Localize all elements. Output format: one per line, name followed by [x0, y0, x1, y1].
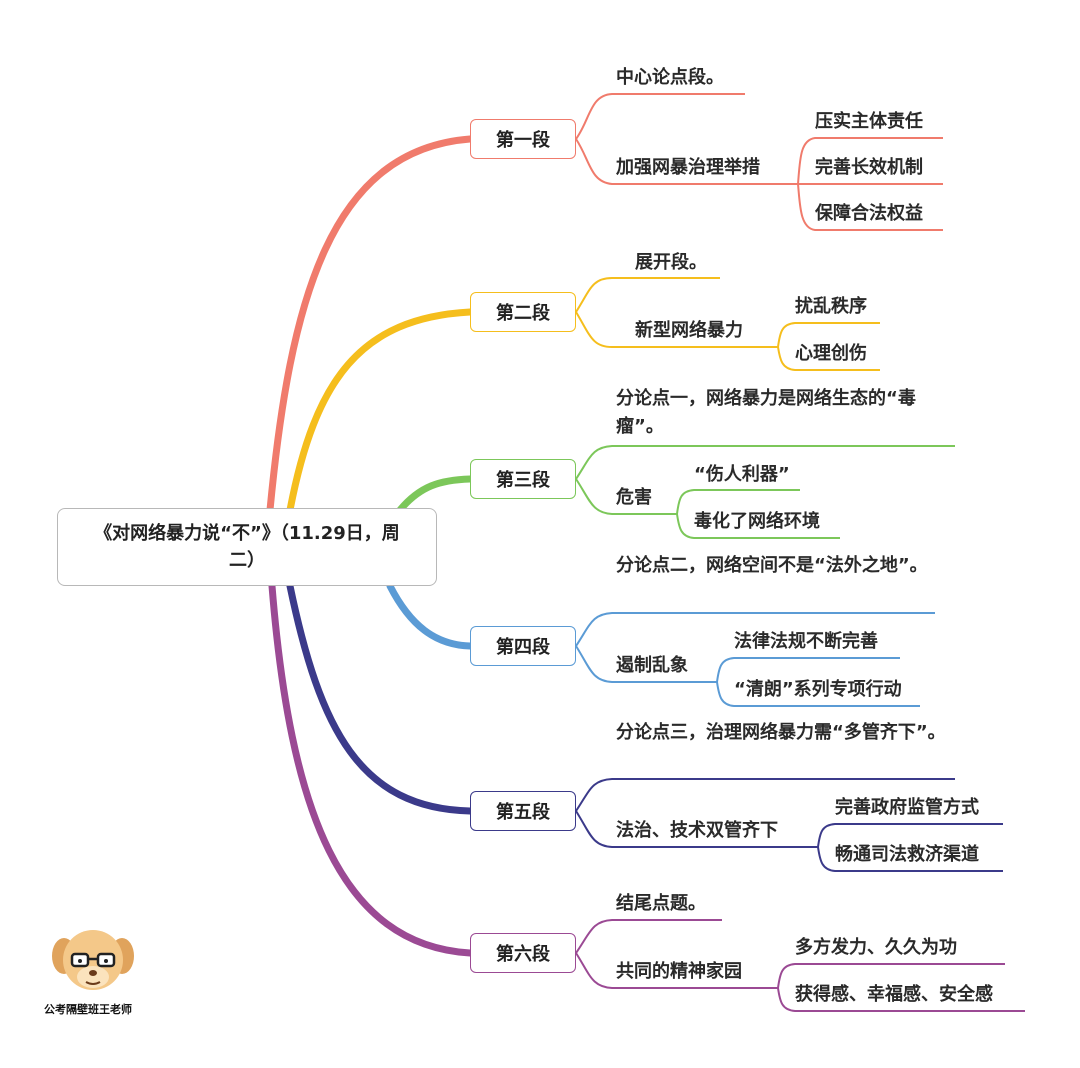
s2-head[interactable]: 展开段。 — [635, 248, 707, 274]
section-label: 第二段 — [496, 299, 550, 325]
s3-head[interactable]: 分论点一，网络暴力是网络生态的“毒瘤”。 — [616, 385, 956, 441]
s5-item-1[interactable]: 完善政府监管方式 — [835, 793, 979, 819]
s4-sub[interactable]: 遏制乱象 — [616, 651, 688, 677]
s5-head[interactable]: 分论点三，治理网络暴力需“多管齐下”。 — [616, 719, 956, 747]
s2-link-head — [576, 278, 720, 312]
s3-sub[interactable]: 危害 — [616, 483, 652, 509]
s2-item-1[interactable]: 扰乱秩序 — [795, 292, 867, 318]
section-node-3[interactable]: 第三段 — [470, 459, 576, 499]
section-label: 第三段 — [496, 466, 550, 492]
s5-item-2[interactable]: 畅通司法救济渠道 — [835, 840, 979, 866]
s4-item-2[interactable]: “清朗”系列专项行动 — [734, 675, 902, 701]
s6-sub[interactable]: 共同的精神家园 — [616, 957, 742, 983]
section-label: 第六段 — [496, 940, 550, 966]
s1-link-head — [576, 94, 745, 139]
s6-item-1[interactable]: 多方发力、久久为功 — [795, 933, 957, 959]
cartoon-dog-with-glasses-icon — [48, 922, 138, 998]
s1-sub[interactable]: 加强网暴治理举措 — [616, 153, 760, 179]
root-topic[interactable]: 《对网络暴力说“不”》（11.29日，周二） — [57, 508, 437, 586]
s5-sub[interactable]: 法治、技术双管齐下 — [616, 816, 778, 842]
branch-root-s4 — [390, 586, 470, 646]
section-label: 第五段 — [496, 798, 550, 824]
s6-link-head — [576, 920, 722, 953]
root-title: 《对网络暴力说“不”》（11.29日，周二） — [84, 520, 410, 574]
s6-item-2[interactable]: 获得感、幸福感、安全感 — [795, 980, 993, 1006]
section-node-6[interactable]: 第六段 — [470, 933, 576, 973]
section-node-4[interactable]: 第四段 — [470, 626, 576, 666]
section-label: 第四段 — [496, 633, 550, 659]
section-node-2[interactable]: 第二段 — [470, 292, 576, 332]
s1-head[interactable]: 中心论点段。 — [616, 63, 724, 89]
s3-item-1[interactable]: “伤人利器” — [694, 460, 790, 486]
branch-root-s5 — [290, 586, 470, 811]
watermark-caption: 公考隔壁班王老师 — [44, 1001, 132, 1017]
s4-item-1[interactable]: 法律法规不断完善 — [734, 627, 878, 653]
s1-item-1[interactable]: 压实主体责任 — [815, 107, 923, 133]
section-node-5[interactable]: 第五段 — [470, 791, 576, 831]
s4-head[interactable]: 分论点二，网络空间不是“法外之地”。 — [616, 552, 936, 580]
s2-item-2[interactable]: 心理创伤 — [795, 339, 867, 365]
branch-root-s3 — [400, 479, 470, 510]
s6-head[interactable]: 结尾点题。 — [616, 889, 706, 915]
s1-item-3[interactable]: 保障合法权益 — [815, 199, 923, 225]
s3-item-2[interactable]: 毒化了网络环境 — [694, 507, 820, 533]
s2-sub[interactable]: 新型网络暴力 — [635, 316, 743, 342]
s1-item-2[interactable]: 完善长效机制 — [815, 153, 923, 179]
section-node-1[interactable]: 第一段 — [470, 119, 576, 159]
section-label: 第一段 — [496, 126, 550, 152]
